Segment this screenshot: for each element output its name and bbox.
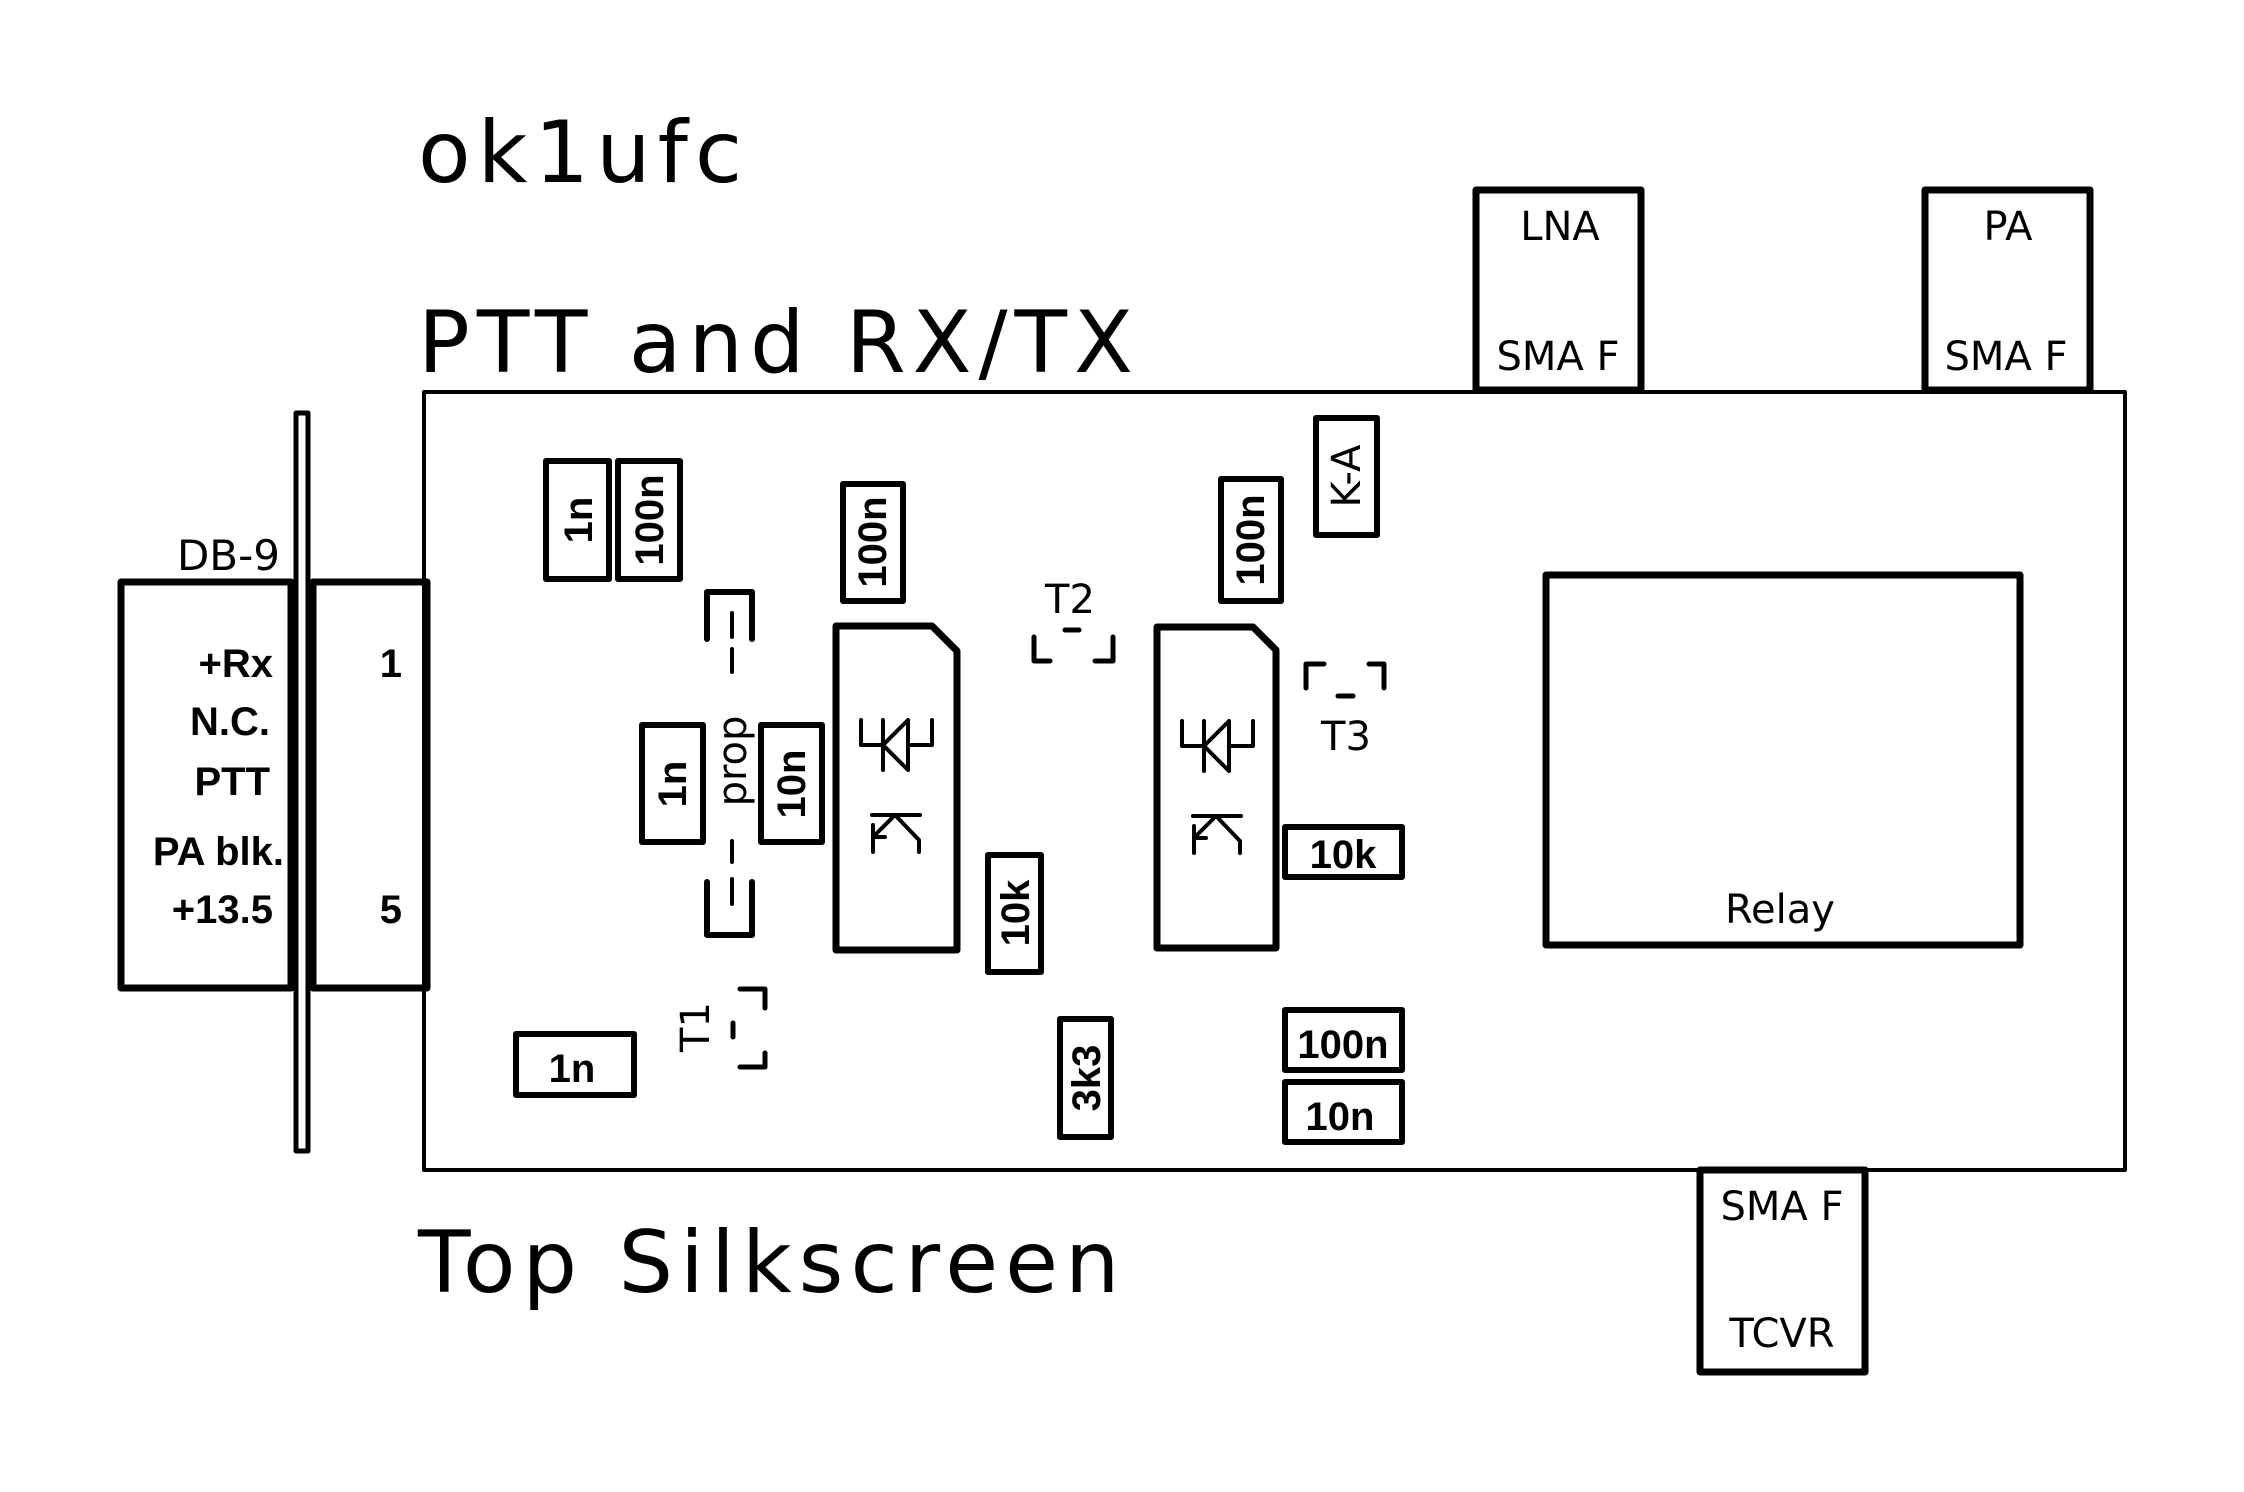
cap-1n-bottom-value: 1n bbox=[549, 1047, 596, 1091]
cap-100n-bottom-body bbox=[1282, 1007, 1405, 1073]
transistor-t3: T3 bbox=[1303, 661, 1387, 760]
led-diode-icon bbox=[859, 718, 934, 772]
sma-tcvr-type: SMA F bbox=[1721, 1184, 1844, 1230]
t1-label: T1 bbox=[673, 1002, 719, 1053]
prop-bracket-top bbox=[704, 589, 755, 642]
cap-100n-top-right: 100n bbox=[1218, 476, 1284, 604]
optocoupler-2 bbox=[1153, 623, 1280, 952]
db9-pin-5: 5 bbox=[380, 888, 402, 932]
cap-10n-mid-value: 10n bbox=[770, 750, 814, 819]
sma-pa-type: SMA F bbox=[1945, 334, 2068, 380]
cap-100n-top-mid-body bbox=[840, 481, 906, 604]
sma-connector-pa: PA SMA F bbox=[1921, 186, 2094, 394]
optocoupler-1 bbox=[832, 622, 961, 954]
t1-outline bbox=[737, 986, 768, 1070]
sma-connector-tcvr: SMA F TCVR bbox=[1696, 1166, 1869, 1376]
prop-label: prop bbox=[710, 716, 756, 807]
board-title: PTT and RX/TX bbox=[418, 293, 1140, 393]
sma-lna-name: LNA bbox=[1520, 204, 1600, 250]
cap-100n-top-mid: 100n bbox=[840, 481, 906, 604]
relay-body bbox=[1542, 571, 2024, 949]
cap-10n-mid: 10n bbox=[758, 722, 825, 845]
sma-lna-type: SMA F bbox=[1497, 334, 1620, 380]
cap-100n-bottom: 100n bbox=[1282, 1007, 1405, 1073]
cap-10n-bottom-body bbox=[1282, 1079, 1405, 1145]
cap-10n-mid-body bbox=[758, 722, 825, 845]
cap-1n-top-body bbox=[543, 458, 612, 582]
db9-label: DB-9 bbox=[177, 531, 280, 580]
t3-label: T3 bbox=[1320, 714, 1371, 760]
phototransistor-icon bbox=[870, 813, 922, 854]
resistor-3k3: 3k3 bbox=[1057, 1016, 1114, 1140]
cap-100n-bottom-value: 100n bbox=[1297, 1023, 1388, 1067]
resistor-10k-horizontal-body bbox=[1282, 824, 1405, 880]
cap-1n-mid-value: 1n bbox=[651, 761, 695, 808]
cap-10n-bottom-value: 10n bbox=[1306, 1095, 1375, 1139]
db9-shell bbox=[309, 578, 431, 992]
diode-ka-label: K-A bbox=[1324, 444, 1370, 508]
cap-1n-bottom: 1n bbox=[513, 1031, 637, 1098]
sma-tcvr-body bbox=[1696, 1166, 1869, 1376]
sma-tcvr-name: TCVR bbox=[1728, 1311, 1834, 1357]
diode-ka: K-A bbox=[1313, 415, 1380, 538]
t2-label: T2 bbox=[1044, 577, 1095, 623]
cap-100n-top-right-value: 100n bbox=[1229, 494, 1273, 585]
layer-label: Top Silkscreen bbox=[417, 1213, 1127, 1313]
resistor-3k3-value: 3k3 bbox=[1065, 1045, 1109, 1112]
db9-signal-rx: +Rx bbox=[199, 642, 274, 686]
sma-pa-name: PA bbox=[1984, 204, 2034, 250]
resistor-10k-vertical-value: 10k bbox=[994, 879, 1038, 946]
t3-outline bbox=[1303, 661, 1387, 691]
cap-1n-mid: 1n bbox=[639, 722, 706, 845]
transistor-t1: T1 bbox=[673, 986, 768, 1070]
relay: Relay bbox=[1542, 571, 2024, 949]
resistor-3k3-body bbox=[1057, 1016, 1114, 1140]
db9-flange bbox=[293, 410, 311, 1154]
db9-pin-1: 1 bbox=[380, 642, 402, 686]
cap-100n-top-left: 100n bbox=[615, 458, 683, 582]
cap-100n-top-left-body bbox=[615, 458, 683, 582]
relay-label: Relay bbox=[1725, 887, 1835, 933]
transistor-t2: T2 bbox=[1031, 577, 1116, 664]
optocoupler-1-body bbox=[832, 622, 961, 954]
prop-bracket-bottom bbox=[704, 879, 755, 938]
optocoupler-2-body bbox=[1153, 623, 1280, 952]
cap-10n-bottom: 10n bbox=[1282, 1079, 1405, 1145]
cap-1n-top: 1n bbox=[543, 458, 612, 582]
led-diode-icon bbox=[1180, 719, 1255, 773]
db9-signal-nc: N.C. bbox=[190, 700, 270, 744]
prop-footprint: prop bbox=[704, 589, 756, 938]
sma-connector-lna: LNA SMA F bbox=[1472, 186, 1645, 394]
db9-body bbox=[117, 578, 295, 992]
cap-100n-top-right-body bbox=[1218, 476, 1284, 604]
cap-100n-top-mid-value: 100n bbox=[851, 496, 895, 587]
t2-outline bbox=[1031, 634, 1116, 664]
cap-1n-bottom-body bbox=[513, 1031, 637, 1098]
resistor-10k-horizontal: 10k bbox=[1282, 824, 1405, 880]
db9-signal-pa-block: PA blk. bbox=[153, 830, 284, 874]
resistor-10k-vertical: 10k bbox=[985, 852, 1044, 975]
resistor-10k-horizontal-value: 10k bbox=[1310, 833, 1377, 877]
db9-signal-supply: +13.5 bbox=[172, 888, 273, 932]
sma-lna-body bbox=[1472, 186, 1645, 394]
author-callsign: ok1ufc bbox=[418, 103, 749, 203]
phototransistor-icon bbox=[1191, 814, 1243, 855]
cap-1n-top-value: 1n bbox=[557, 497, 601, 544]
cap-100n-top-left-value: 100n bbox=[628, 474, 672, 565]
resistor-10k-vertical-body bbox=[985, 852, 1044, 975]
diode-ka-body bbox=[1313, 415, 1380, 538]
db9-connector: DB-9 +Rx N.C. PTT PA blk. +13.5 1 5 bbox=[117, 410, 431, 1154]
sma-pa-body bbox=[1921, 186, 2094, 394]
cap-1n-mid-body bbox=[639, 722, 706, 845]
db9-signal-ptt: PTT bbox=[194, 760, 270, 804]
